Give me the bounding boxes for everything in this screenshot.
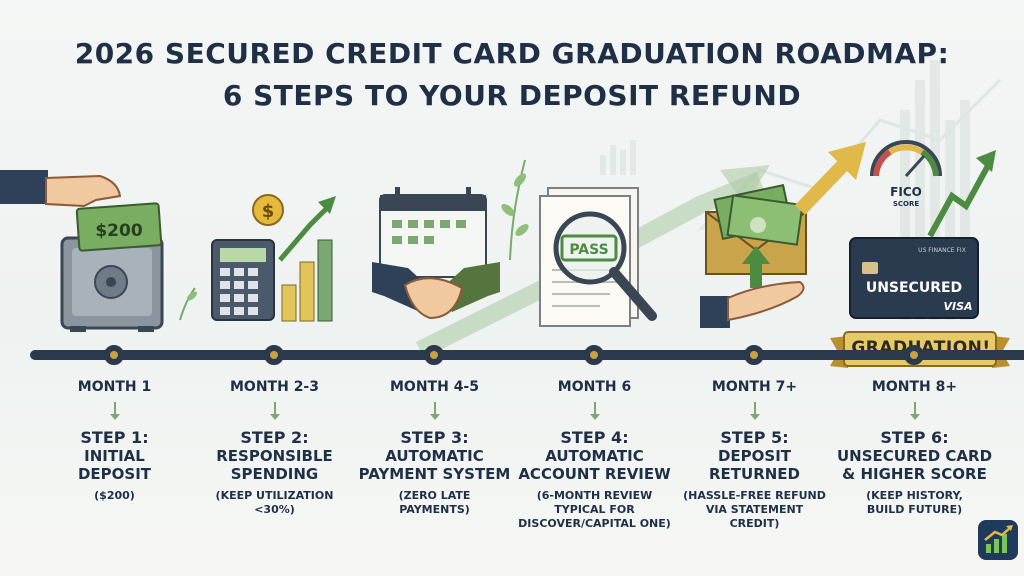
step-title-line: AUTOMATIC [385, 447, 484, 465]
step-title-line: RESPONSIBLE [216, 447, 333, 465]
step-title-line: AUTOMATIC [545, 447, 644, 465]
step-note-line: TYPICAL FOR [554, 503, 635, 516]
step-column-4: MONTH 6 STEP 4: AUTOMATIC ACCOUNT REVIEW… [512, 378, 677, 531]
cash-label: $200 [95, 221, 142, 241]
down-arrow-icon [429, 402, 440, 420]
trend-arrow-icon [794, 142, 866, 215]
svg-text:US FINANCE FIX: US FINANCE FIX [918, 247, 966, 254]
bar-chart-icon [278, 196, 336, 322]
step-column-1: MONTH 1 STEP 1: INITIAL DEPOSIT ($200) [32, 378, 197, 503]
step-title-line: INITIAL [84, 447, 145, 465]
hand-icon [700, 280, 805, 328]
page-title-line-2: 6 STEPS TO YOUR DEPOSIT REFUND [222, 79, 802, 112]
step-note-line: <30%) [254, 503, 295, 516]
growth-chart-icon [984, 525, 1013, 553]
step-number: STEP 4: [560, 428, 629, 447]
step-title-line: PAYMENT SYSTEM [358, 465, 511, 483]
step-note-line: (6-MONTH REVIEW [536, 489, 653, 502]
svg-text:VISA: VISA [943, 300, 972, 313]
step-title-line: RETURNED [708, 465, 800, 483]
month-label: MONTH 6 [557, 379, 632, 395]
down-arrow-icon [269, 402, 280, 420]
safe-icon [60, 236, 164, 332]
step-note-line: (HASSLE-FREE REFUND [683, 489, 826, 502]
page-title-line-1: 2026 SECURED CREDIT CARD GRADUATION ROAD… [74, 37, 950, 70]
sprout-icon [501, 159, 529, 261]
timeline-node-3 [424, 345, 444, 365]
down-arrow-icon [749, 402, 760, 420]
pass-stamp: PASS [569, 242, 608, 258]
step-note-line: BUILD FUTURE) [866, 503, 963, 516]
down-arrow-icon [109, 402, 120, 420]
step-note-line: ($200) [94, 489, 135, 502]
step-title-line: SPENDING [230, 465, 319, 483]
step-number: STEP 5: [720, 428, 789, 447]
svg-text:$: $ [262, 201, 275, 222]
step-column-6: MONTH 8+ STEP 6: UNSECURED CARD & HIGHER… [832, 378, 997, 517]
step-column-5: MONTH 7+ STEP 5: DEPOSIT RETURNED (HASSL… [672, 378, 837, 531]
timeline-node-5 [744, 345, 764, 365]
step-note-line: DISCOVER/CAPITAL ONE) [518, 517, 671, 530]
step-column-2: MONTH 2-3 STEP 2: RESPONSIBLE SPENDING (… [192, 378, 357, 517]
down-arrow-icon [589, 402, 600, 420]
brand-logo [978, 520, 1018, 560]
month-label: MONTH 8+ [871, 379, 958, 395]
up-arrow-icon [742, 246, 770, 288]
svg-text:SCORE: SCORE [893, 200, 920, 208]
hand-icon [0, 170, 122, 208]
coin-icon: $ [252, 194, 284, 226]
credit-card-icon: US FINANCE FIX UNSECURED VISA [849, 237, 979, 319]
down-arrow-icon [909, 402, 920, 420]
step-note-line: (KEEP UTILIZATION [215, 489, 334, 502]
step-number: STEP 2: [240, 428, 309, 447]
step-title-line: UNSECURED CARD [836, 447, 993, 465]
step-note-line: (ZERO LATE [398, 489, 471, 502]
magnifier-icon: PASS [553, 211, 657, 321]
timeline-node-1 [104, 345, 124, 365]
handshake-icon [372, 262, 500, 320]
step-note-line: PAYMENTS) [399, 503, 470, 516]
timeline-node-4 [584, 345, 604, 365]
calculator-icon [211, 239, 275, 321]
envelope-icon [705, 183, 807, 275]
cash-icon: $200 [75, 202, 163, 252]
month-label: MONTH 1 [77, 379, 152, 395]
step-column-3: MONTH 4-5 STEP 3: AUTOMATIC PAYMENT SYST… [352, 378, 517, 517]
step-number: STEP 3: [400, 428, 469, 447]
svg-text:UNSECURED: UNSECURED [866, 280, 962, 296]
calendar-icon [379, 187, 487, 278]
step-note-line: VIA STATEMENT [705, 503, 804, 516]
step-number: STEP 6: [880, 428, 949, 447]
svg-text:FICO: FICO [890, 185, 922, 199]
step-title-line: & HIGHER SCORE [842, 465, 987, 483]
step-number: STEP 1: [80, 428, 149, 447]
step-note-line: (KEEP HISTORY, [866, 489, 963, 502]
step-title-line: DEPOSIT [77, 465, 152, 483]
month-label: MONTH 4-5 [390, 379, 479, 395]
timeline-bar [30, 350, 1024, 360]
step-title-line: DEPOSIT [717, 447, 792, 465]
month-label: MONTH 7+ [711, 379, 798, 395]
step-title-line: ACCOUNT REVIEW [518, 465, 671, 483]
fico-gauge-icon: FICO SCORE [870, 140, 942, 208]
up-trend-icon [927, 150, 996, 238]
step-note-line: CREDIT) [729, 517, 780, 530]
timeline-node-6 [904, 345, 924, 365]
timeline-node-2 [264, 345, 284, 365]
sprout-icon [179, 287, 196, 321]
month-label: MONTH 2-3 [230, 379, 319, 395]
